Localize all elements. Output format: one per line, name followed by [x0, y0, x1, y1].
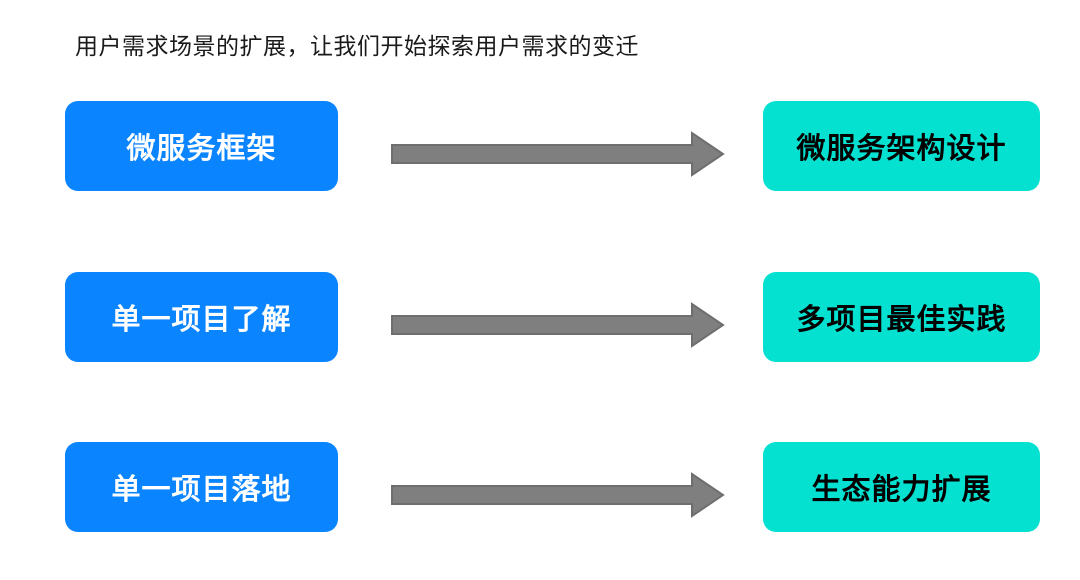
page-title: 用户需求场景的扩展，让我们开始探索用户需求的变迁: [75, 33, 639, 59]
target-box-multi-project-best-practice: 多项目最佳实践: [763, 272, 1040, 362]
target-box-microservice-architecture-design: 微服务架构设计: [763, 101, 1040, 191]
source-box-single-project-landing: 单一项目落地: [65, 442, 338, 532]
right-arrow-icon: [390, 131, 725, 177]
flow-row: 微服务框架 微服务架构设计: [0, 101, 1080, 191]
source-box-single-project-understanding: 单一项目了解: [65, 272, 338, 362]
target-box-ecosystem-capability-expansion: 生态能力扩展: [763, 442, 1040, 532]
flow-row: 单一项目落地 生态能力扩展: [0, 442, 1080, 532]
flow-row: 单一项目了解 多项目最佳实践: [0, 272, 1080, 362]
right-arrow-icon: [390, 302, 725, 348]
right-arrow-icon: [390, 472, 725, 518]
source-box-microservice-framework: 微服务框架: [65, 101, 338, 191]
